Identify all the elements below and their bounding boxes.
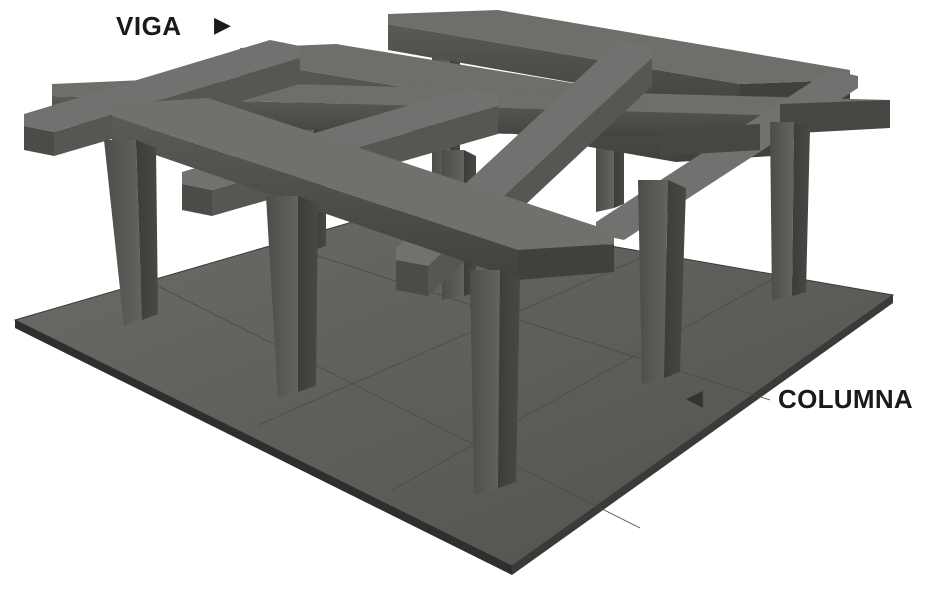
beam-label: VIGA: [116, 11, 182, 42]
right-arrow-icon: ▶: [214, 12, 231, 38]
column-label: COLUMNA: [778, 384, 913, 415]
column-front-center: [470, 270, 520, 494]
left-arrow-icon: ◀: [686, 385, 703, 411]
column-front-right: [638, 180, 686, 384]
column-right: [770, 122, 810, 300]
